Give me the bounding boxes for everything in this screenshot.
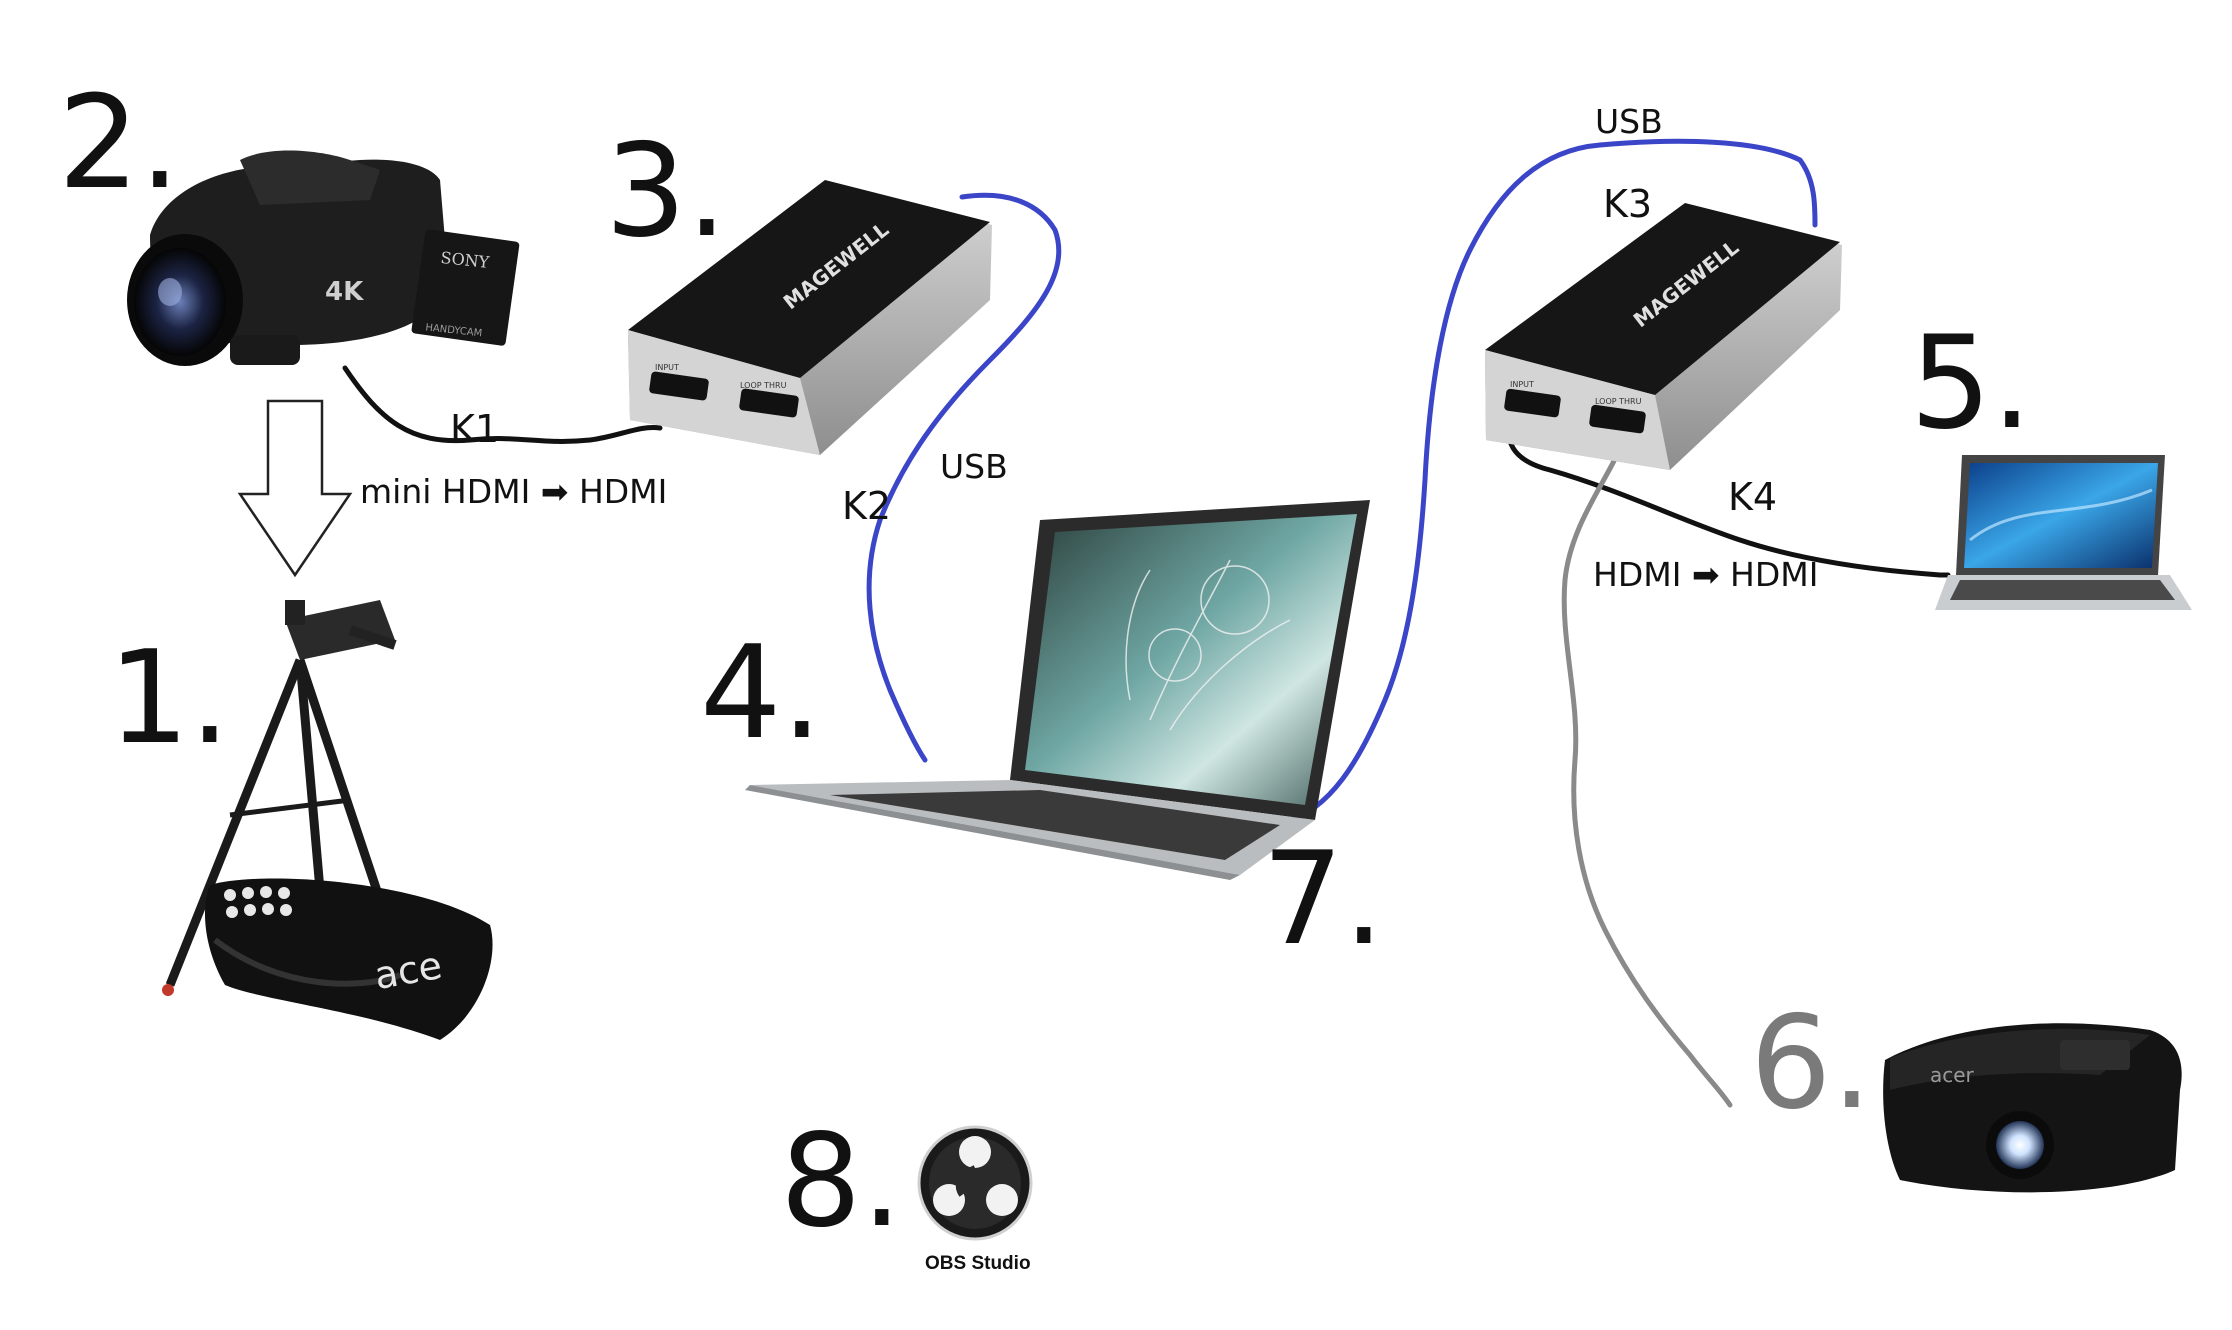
laptop-secondary-icon [1935, 455, 2192, 610]
label-number-1: 1. [108, 624, 231, 773]
label-number-2: 2. [58, 69, 181, 218]
cable-hdmi-projector [1561, 452, 1733, 1108]
label-hdmi-hdmi: HDMI ➡ HDMI [1593, 555, 1819, 594]
capture-1-port-input: INPUT [655, 363, 679, 372]
laptop-main-icon [745, 500, 1370, 880]
label-k1: K1 [450, 407, 500, 451]
label-usb-right: USB [1595, 102, 1663, 141]
label-number-4: 4. [700, 619, 823, 768]
capture-device-1: MAGEWELL INPUT LOOP THRU [628, 180, 992, 455]
projector-brand: acer [1930, 1063, 1975, 1087]
label-number-6: 6. [1750, 989, 1873, 1138]
cable-k4 [1505, 412, 1951, 578]
capture-2-port-input: INPUT [1510, 380, 1534, 389]
label-number-7: 7. [1262, 825, 1385, 974]
label-obs-studio: OBS Studio [925, 1253, 1031, 1274]
camcorder-4k-label: 4K [325, 277, 364, 307]
label-mini-hdmi: mini HDMI ➡ HDMI [360, 472, 668, 511]
camcorder-icon: SONY 4K HANDYCAM [127, 150, 520, 366]
cable-k1 [342, 365, 663, 444]
label-number-5: 5. [1910, 309, 2033, 458]
label-k2: K2 [842, 484, 892, 528]
capture-1-port-loop: LOOP THRU [740, 381, 787, 390]
projector-icon: acer [1883, 1023, 2182, 1193]
tripod-icon: ace [162, 600, 493, 1040]
cable-k2-usb [866, 192, 1062, 763]
label-k4: K4 [1728, 475, 1778, 519]
capture-2-port-loop: LOOP THRU [1595, 397, 1642, 406]
label-usb-left: USB [940, 447, 1008, 486]
obs-logo-icon [917, 1125, 1033, 1241]
label-number-3: 3. [605, 117, 728, 266]
down-arrow-icon [237, 399, 353, 578]
label-k3: K3 [1603, 182, 1653, 226]
capture-device-2: MAGEWELL INPUT LOOP THRU [1485, 203, 1842, 470]
label-number-8: 8. [780, 1107, 903, 1256]
cable-k3-usb [1282, 138, 1818, 825]
